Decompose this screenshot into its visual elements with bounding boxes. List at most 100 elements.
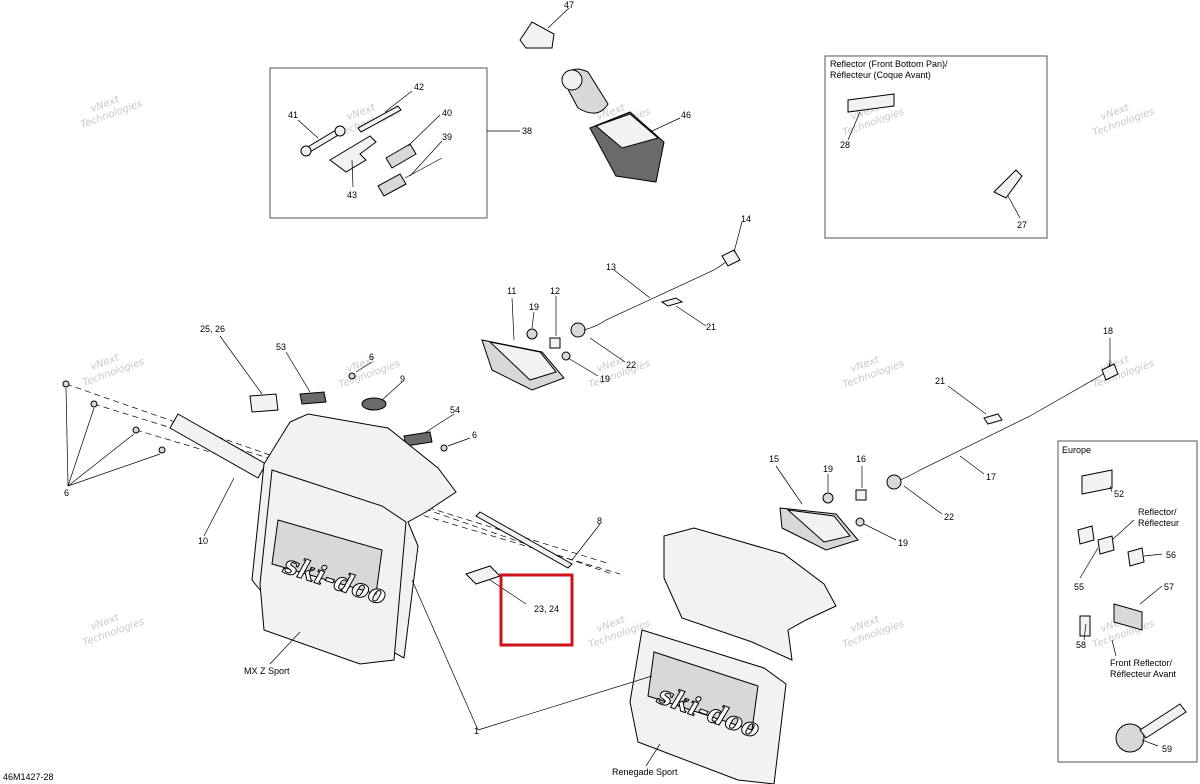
callout-23-24: 23, 24 — [534, 604, 559, 614]
callout-58: 58 — [1076, 640, 1086, 650]
screw-6 — [348, 372, 356, 380]
callout-18: 18 — [1103, 326, 1113, 336]
europe-front-line1: Front Reflector/ — [1110, 658, 1173, 668]
callout-15: 15 — [769, 454, 779, 464]
callout-6: 6 — [472, 430, 477, 440]
reflector-27-part — [993, 169, 1023, 199]
wrench-part — [305, 129, 341, 153]
knob-stem-59 — [1139, 703, 1187, 739]
bulb-12 — [549, 337, 561, 349]
label-23-24 — [465, 565, 501, 585]
screw-6 — [90, 400, 98, 408]
callout-53: 53 — [276, 342, 286, 352]
callout-13: 13 — [606, 262, 616, 272]
callout-19: 19 — [823, 464, 833, 474]
screw-6 — [132, 426, 140, 434]
callout-21: 21 — [935, 376, 945, 386]
callout-14: 14 — [741, 214, 751, 224]
renegade-flap-top — [663, 527, 837, 661]
callout-59: 59 — [1162, 744, 1172, 754]
callout-57: 57 — [1164, 582, 1174, 592]
mxz-logo-panel — [271, 519, 383, 595]
europe-frame — [1057, 440, 1198, 763]
bracket-57 — [1113, 603, 1143, 631]
callout-46: 46 — [681, 110, 691, 120]
multi-tool-part — [329, 135, 377, 173]
callout-16: 16 — [856, 454, 866, 464]
callout-41: 41 — [288, 110, 298, 120]
bulb-16 — [855, 489, 867, 501]
highlight-23-24 — [499, 573, 574, 647]
callout-19: 19 — [600, 374, 610, 384]
callout-27: 27 — [1017, 220, 1027, 230]
screw-6 — [440, 444, 448, 452]
watermark-layer: vNext Technologies vNext Technologies vN… — [79, 94, 1156, 651]
callout-55: 55 — [1074, 582, 1084, 592]
light-lens-11 — [488, 341, 557, 381]
callout-12: 12 — [550, 286, 560, 296]
europe-reflector-line2: Réflecteur — [1138, 518, 1179, 528]
renegade-flap-assembly: ski-doo Renegade Sport 1 — [411, 527, 837, 784]
reflector-box: Reflector (Front Bottom Pan)/ Réflecteur… — [824, 55, 1048, 239]
callout-28: 28 — [840, 140, 850, 150]
washer-19 — [855, 517, 865, 527]
europe-box: Europe 52 Reflector/ Réflecteur 55 56 57… — [1057, 440, 1198, 763]
callout-42: 42 — [414, 82, 424, 92]
callout-6: 6 — [64, 488, 69, 498]
reflector-52 — [1081, 469, 1113, 495]
screwdriver-handle — [377, 173, 407, 197]
socket-part — [886, 474, 902, 490]
tool-holder-group: 47 46 — [519, 0, 691, 183]
harness-13 — [583, 259, 729, 331]
callout-22: 22 — [626, 360, 636, 370]
callout-19: 19 — [898, 538, 908, 548]
callout-1: 1 — [474, 726, 479, 736]
callout-52: 52 — [1114, 489, 1124, 499]
callout-9: 9 — [400, 374, 405, 384]
clip-part — [519, 21, 555, 49]
callout-17: 17 — [986, 472, 996, 482]
socket-part — [570, 322, 586, 338]
screw-6 — [62, 380, 70, 388]
callout-6: 6 — [369, 352, 374, 362]
wrench-end — [334, 125, 346, 137]
diagram-id: 46M1427-28 — [3, 772, 54, 782]
callout-43: 43 — [347, 190, 357, 200]
callout-54: 54 — [450, 405, 460, 415]
label-25-26 — [249, 393, 279, 413]
europe-title: Europe — [1062, 445, 1091, 455]
tool-roll-end — [561, 69, 583, 91]
wrench-end — [300, 145, 312, 157]
clip-21 — [983, 413, 1003, 425]
screw-6 — [158, 446, 166, 454]
reflector-56 — [1127, 547, 1145, 567]
europe-front-line2: Réflecteur Avant — [1110, 669, 1176, 679]
callout-21: 21 — [706, 322, 716, 332]
clip-21 — [660, 297, 684, 307]
reflector-58 — [1079, 615, 1091, 637]
mxz-flap-assembly: 6 10 25, 26 53 6 9 54 6 ski-doo MX Z Spo… — [62, 324, 621, 676]
renegade-label: Renegade Sport — [612, 767, 678, 777]
knob-59 — [1115, 723, 1145, 753]
tool-kit-frame — [269, 67, 488, 219]
light-lens-15 — [786, 509, 851, 543]
socket-part — [385, 143, 417, 169]
callout-39: 39 — [442, 132, 452, 142]
emblem-9 — [361, 397, 387, 411]
decal-53 — [299, 391, 327, 405]
callout-22: 22 — [944, 512, 954, 522]
reflector-frame — [824, 55, 1048, 239]
nut-19 — [526, 328, 538, 340]
nut-19 — [822, 492, 834, 504]
left-light-group: 11 19 12 19 22 14 13 21 — [481, 214, 751, 391]
tool-kit-box: 38 41 42 43 40 39 — [269, 67, 532, 219]
right-light-group: 15 19 16 19 22 18 17 21 — [769, 326, 1119, 551]
callout-47: 47 — [564, 0, 574, 10]
callout-19: 19 — [529, 302, 539, 312]
callout-38: 38 — [522, 126, 532, 136]
reflector-55a — [1077, 525, 1095, 545]
callout-10: 10 — [198, 536, 208, 546]
tool-case-lid — [595, 113, 660, 149]
callout-8: 8 — [597, 516, 602, 526]
